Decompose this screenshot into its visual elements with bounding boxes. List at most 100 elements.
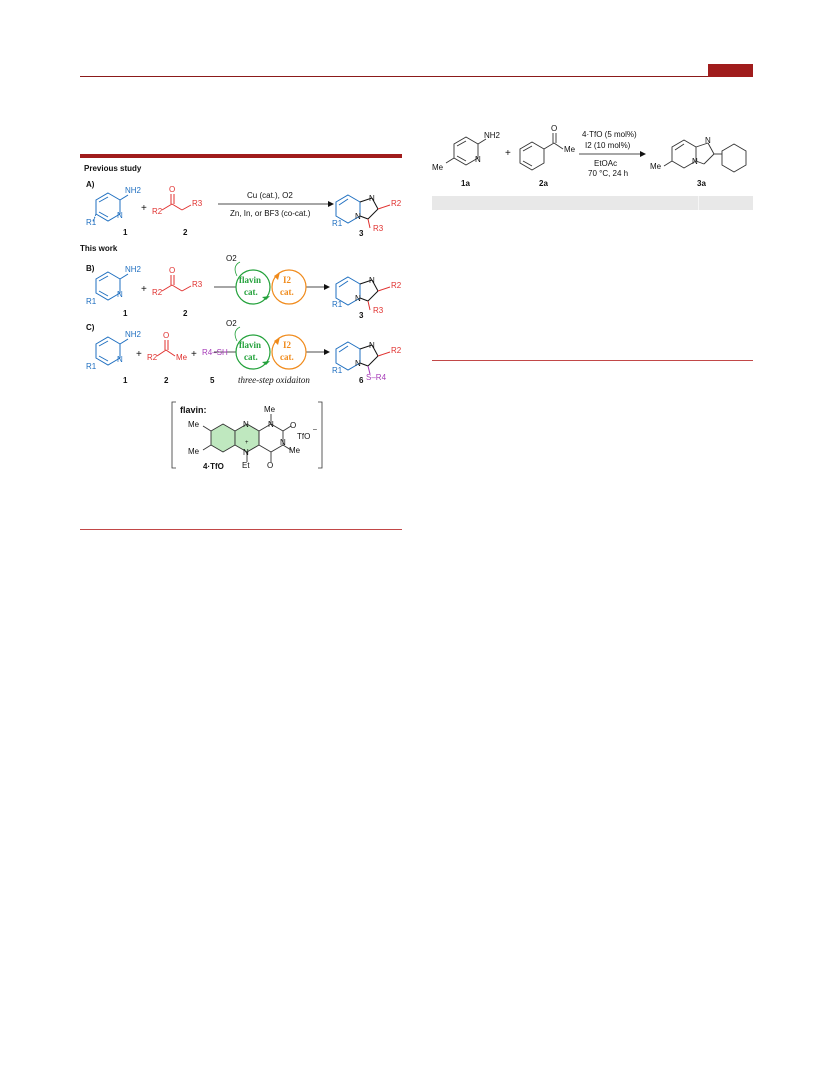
compound-3-b: 3 (359, 311, 364, 320)
pyridine-n-c: N (117, 355, 123, 364)
plus-c2: + (191, 349, 197, 360)
flavin-cat-label-c: flavin (239, 340, 262, 350)
o2-label-c: O2 (226, 319, 237, 328)
o2-label-b: O2 (226, 254, 237, 263)
r3-label-b: R3 (192, 280, 203, 289)
imidazole-n-bridge-b: N (355, 294, 361, 303)
pyridine-n-b: N (117, 290, 123, 299)
compound-3a: 3a (697, 179, 706, 188)
r1-product-a: R1 (332, 219, 343, 228)
nh2-label-1a: NH2 (484, 131, 501, 140)
flavin-cat-sub-c: cat. (244, 352, 258, 362)
flavin-me-2: Me (188, 447, 200, 456)
r3-label-a: R3 (192, 199, 203, 208)
compound-5-c: 5 (210, 376, 215, 385)
compound-1-a: 1 (123, 228, 128, 237)
iodine-cat-sub-c: cat. (280, 352, 294, 362)
flavin-me-3: Me (264, 405, 276, 414)
r1-label-b: R1 (86, 297, 97, 306)
flavin-n-1: N (268, 420, 274, 429)
me-label-1a: Me (432, 163, 444, 172)
conditions-top-a: Cu (cat.), O2 (247, 191, 293, 200)
r3-product-b: R3 (373, 306, 384, 315)
scheme-bottom-rule (80, 529, 402, 530)
panel-b-label: B) (86, 264, 95, 273)
previous-study-heading: Previous study (84, 164, 142, 173)
compound-1a: 1a (461, 179, 470, 188)
ketone-o-a: O (169, 185, 176, 194)
header-rule (80, 76, 753, 77)
nh2-label-b: NH2 (125, 265, 142, 274)
nh2-label-c: NH2 (125, 330, 142, 339)
r2-product-c: R2 (391, 346, 402, 355)
compound-2-a: 2 (183, 228, 188, 237)
compound-1-b: 1 (123, 309, 128, 318)
imidazole-n-bridge-a: N (355, 212, 361, 221)
iodine-condition: I2 (10 mol%) (585, 141, 631, 150)
me-label-3a: Me (650, 162, 662, 171)
flavin-tfo: TfO (297, 432, 311, 441)
flavin-n-10: N (243, 448, 249, 457)
compound-2a: 2a (539, 179, 548, 188)
ketone-o-2a: O (551, 124, 558, 133)
r2-label-c: R2 (147, 353, 158, 362)
compound-6-c: 6 (359, 376, 364, 385)
compound-2-c: 2 (164, 376, 169, 385)
thiol-label-c: R4–SH (202, 348, 228, 357)
thioether-label-c: S–R4 (366, 373, 387, 382)
r1-label-a: R1 (86, 218, 97, 227)
this-work-heading: This work (80, 244, 118, 253)
nh2-label-a: NH2 (125, 186, 142, 195)
scheme-top-rule (80, 154, 402, 158)
three-step-oxidation-caption: three-step oxidaiton (238, 375, 310, 385)
plus-c1: + (136, 349, 142, 360)
flavin-cat-sub-b: cat. (244, 287, 258, 297)
table-header-row (432, 196, 753, 210)
r2-product-a: R2 (391, 199, 402, 208)
iodine-label-c: I2 (283, 340, 292, 350)
imidazole-n-top-b: N (369, 276, 375, 285)
plus-reaction: + (505, 148, 511, 159)
flavin-title: flavin: (180, 405, 207, 415)
header-accent-bar (708, 64, 753, 77)
r3-product-a: R3 (373, 224, 384, 233)
panel-c-label: C) (86, 323, 95, 332)
pyridine-n-1a: N (475, 155, 481, 164)
r2-label-b: R2 (152, 288, 163, 297)
flavin-cat-label-b: flavin (239, 275, 262, 285)
panel-a-label: A) (86, 180, 95, 189)
solvent-condition: EtOAc (594, 159, 618, 168)
flavin-et: Et (242, 461, 250, 470)
imidazole-n-top-a: N (369, 194, 375, 203)
iodine-cat-sub-b: cat. (280, 287, 294, 297)
ketone-o-b: O (169, 266, 176, 275)
compound-2-b: 2 (183, 309, 188, 318)
pyridine-n-a: N (117, 211, 123, 220)
table-bottom-rule (432, 360, 753, 361)
imidazole-n-3a: N (705, 136, 711, 145)
flavin-compound-label: 4·TfO (203, 462, 224, 471)
r1-label-c: R1 (86, 362, 97, 371)
plus-b: + (141, 284, 147, 295)
me-label-2a: Me (564, 145, 576, 154)
iodine-label-b: I2 (283, 275, 292, 285)
r1-product-b: R1 (332, 300, 343, 309)
conditions-bottom-a: Zn, In, or BF3 (co-cat.) (230, 209, 311, 218)
temperature-condition: 70 °C, 24 h (588, 169, 629, 178)
flavin-o-top: O (290, 421, 297, 430)
bridge-n-3a: N (692, 157, 698, 166)
catalyst-condition: 4·TfO (5 mol%) (582, 130, 637, 139)
flavin-me-4: Me (289, 446, 301, 455)
flavin-n-5: N (243, 420, 249, 429)
ketone-o-c: O (163, 331, 170, 340)
flavin-minus: – (313, 426, 317, 433)
imidazole-n-top-c: N (369, 341, 375, 350)
flavin-n-3: N (280, 438, 286, 447)
r2-label-a: R2 (152, 207, 163, 216)
compound-3-a: 3 (359, 229, 364, 238)
